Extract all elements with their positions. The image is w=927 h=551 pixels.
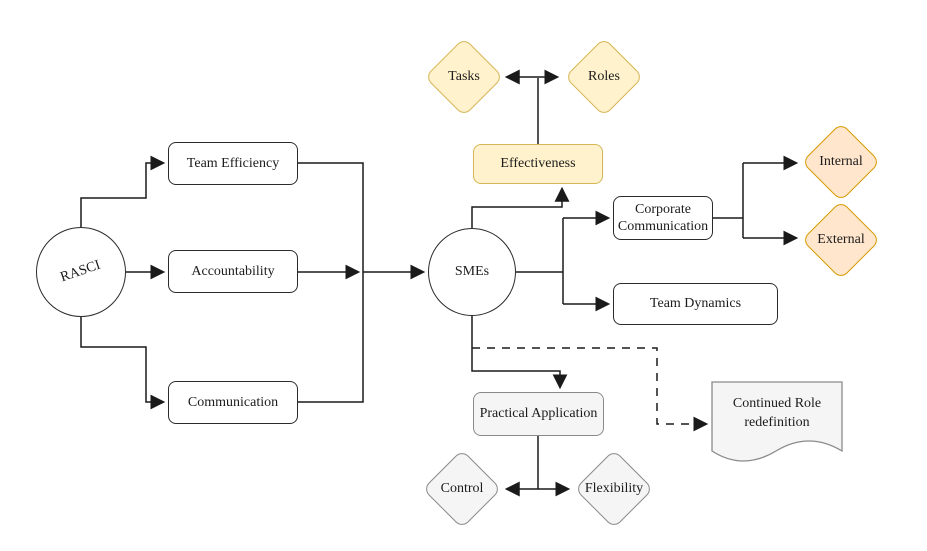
node-practical-application: Practical Application	[473, 392, 604, 436]
connector-smes-continued-role-dashed	[472, 347, 709, 432]
node-team-dynamics: Team Dynamics	[613, 283, 778, 325]
node-communication-label: Communication	[187, 394, 279, 410]
node-control: Control	[421, 448, 503, 530]
node-communication: Communication	[168, 381, 298, 424]
node-internal: Internal	[800, 121, 882, 203]
node-flexibility: Flexibility	[573, 448, 655, 530]
node-practical-application-label: Practical Application	[479, 406, 598, 422]
node-accountability-label: Accountability	[191, 263, 275, 279]
node-rasci-label: RASCI	[58, 257, 103, 286]
node-flexibility-label: Flexibility	[584, 481, 644, 496]
node-smes-label: SMEs	[454, 264, 490, 280]
connector-rasci-communication	[80, 317, 166, 410]
node-internal-label: Internal	[819, 154, 863, 169]
node-team-efficiency: Team Efficiency	[168, 142, 298, 185]
node-corporate-communication: Corporate Communication	[613, 196, 713, 240]
node-roles-label: Roles	[588, 69, 620, 84]
node-external-label: External	[817, 232, 865, 247]
node-accountability: Accountability	[168, 250, 298, 293]
node-tasks: Tasks	[423, 36, 505, 118]
connector-team-efficiency-junction	[298, 162, 364, 272]
node-continued-role-redefinition: Continued Role redefinition	[711, 381, 843, 467]
node-external: External	[800, 199, 882, 281]
node-team-efficiency-label: Team Efficiency	[186, 155, 280, 171]
node-smes: SMEs	[428, 228, 516, 316]
node-continued-role-redefinition-label: Continued Role redefinition	[732, 396, 822, 430]
connector-smes-practical-application	[471, 316, 568, 390]
node-control-label: Control	[440, 481, 484, 496]
node-rasci: RASCI	[36, 227, 126, 317]
node-effectiveness: Effectiveness	[473, 144, 603, 184]
connector-communication-junction	[298, 272, 364, 403]
document-shape	[711, 381, 843, 462]
connector-rasci-team-efficiency	[80, 155, 166, 227]
connector-smes-effectiveness	[471, 186, 570, 228]
node-tasks-label: Tasks	[448, 69, 480, 84]
node-roles: Roles	[563, 36, 645, 118]
node-team-dynamics-label: Team Dynamics	[649, 296, 742, 312]
node-corporate-communication-label: Corporate Communication	[617, 201, 709, 235]
node-effectiveness-label: Effectiveness	[500, 156, 576, 172]
